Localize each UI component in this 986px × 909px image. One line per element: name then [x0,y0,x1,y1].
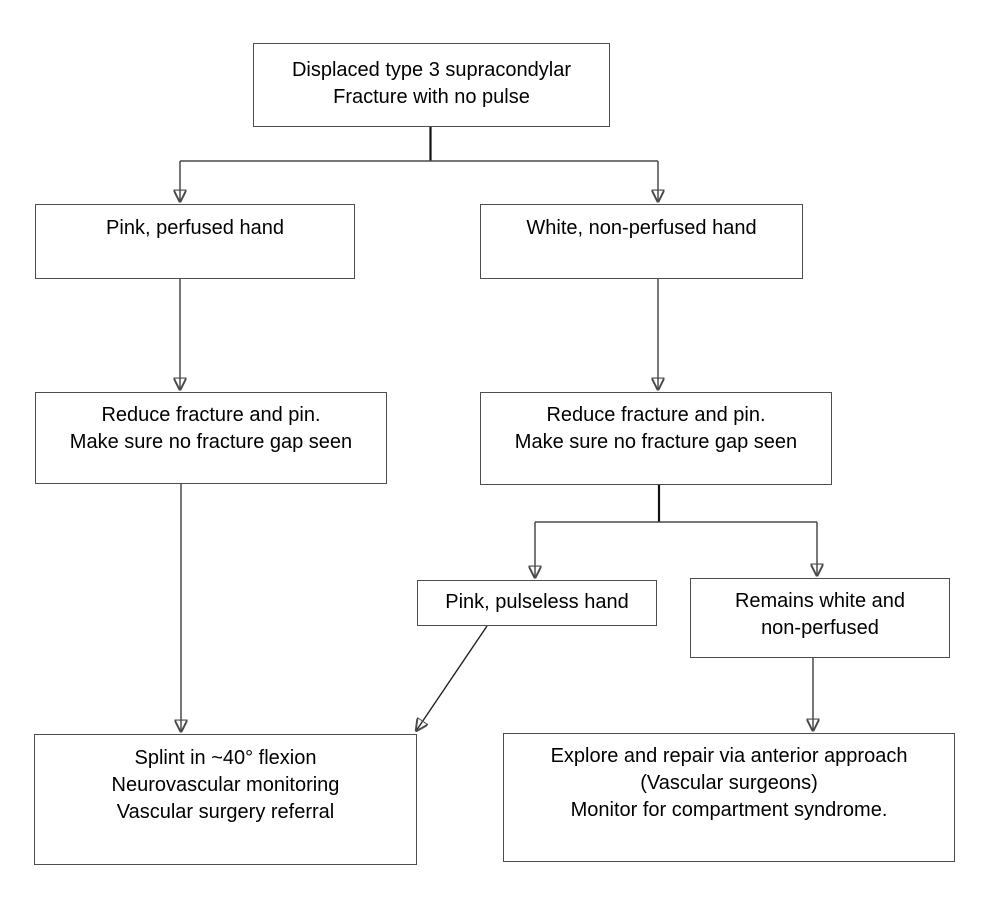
node-reduce-right: Reduce fracture and pin. Make sure no fr… [480,392,832,485]
node-pink-pulseless: Pink, pulseless hand [417,580,657,626]
node-reduce-left: Reduce fracture and pin. Make sure no fr… [35,392,387,484]
node-explore: Explore and repair via anterior approach… [503,733,955,862]
node-white-non-perfused: White, non-perfused hand [480,204,803,279]
node-splint: Splint in ~40° flexion Neurovascular mon… [34,734,417,865]
node-root: Displaced type 3 supracondylar Fracture … [253,43,610,127]
node-remains-white: Remains white and non-perfused [690,578,950,658]
edge-pink-pulseless-to-splint [416,625,488,731]
node-pink-perfused: Pink, perfused hand [35,204,355,279]
